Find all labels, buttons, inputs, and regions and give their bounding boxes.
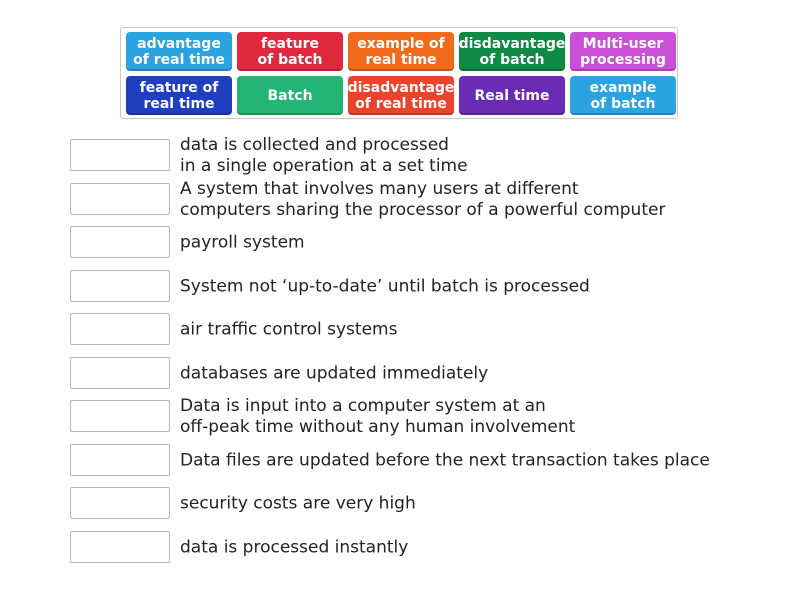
row-description: A system that involves many users at dif…	[180, 179, 666, 220]
drop-box[interactable]	[70, 487, 170, 519]
matching-row: security costs are very high	[70, 487, 730, 521]
tile-feature-of-real-time[interactable]: feature of real time	[126, 76, 232, 115]
tile-disadvantage-of-real-time[interactable]: disadvantage of real time	[348, 76, 454, 115]
row-description: data is processed instantly	[180, 537, 409, 558]
row-description: data is collected and processed in a sin…	[180, 135, 468, 176]
drop-box[interactable]	[70, 226, 170, 258]
drop-box[interactable]	[70, 400, 170, 432]
matching-row: Data is input into a computer system at …	[70, 396, 730, 437]
drop-box[interactable]	[70, 183, 170, 215]
drop-box[interactable]	[70, 270, 170, 302]
drop-box[interactable]	[70, 531, 170, 563]
matching-row: data is collected and processed in a sin…	[70, 135, 730, 176]
matching-row: A system that involves many users at dif…	[70, 179, 730, 220]
row-description: payroll system	[180, 232, 305, 253]
matching-row: air traffic control systems	[70, 313, 730, 347]
row-description: databases are updated immediately	[180, 363, 489, 384]
matching-row: Data files are updated before the next t…	[70, 444, 730, 478]
row-description: security costs are very high	[180, 493, 416, 514]
row-description: Data is input into a computer system at …	[180, 396, 576, 437]
tile-advantage-of-real-time[interactable]: advantage of real time	[126, 32, 232, 71]
row-description: System not ‘up-to-date’ until batch is p…	[180, 276, 590, 297]
row-description: Data files are updated before the next t…	[180, 450, 710, 471]
row-description: air traffic control systems	[180, 319, 398, 340]
drop-box[interactable]	[70, 313, 170, 345]
tile-batch[interactable]: Batch	[237, 76, 343, 115]
drop-box[interactable]	[70, 139, 170, 171]
drop-box[interactable]	[70, 357, 170, 389]
answer-tile-bank: advantage of real time feature of batch …	[120, 27, 678, 119]
tile-example-of-batch[interactable]: example of batch	[570, 76, 676, 115]
matching-row: data is processed instantly	[70, 531, 730, 565]
tile-real-time[interactable]: Real time	[459, 76, 565, 115]
tile-disadvantage-of-batch[interactable]: disdavantage of batch	[459, 32, 565, 71]
tile-multi-user-processing[interactable]: Multi-user processing	[570, 32, 676, 71]
matching-row: payroll system	[70, 226, 730, 260]
drop-box[interactable]	[70, 444, 170, 476]
matching-row: System not ‘up-to-date’ until batch is p…	[70, 270, 730, 304]
tile-feature-of-batch[interactable]: feature of batch	[237, 32, 343, 71]
tile-example-of-real-time[interactable]: example of real time	[348, 32, 454, 71]
matching-row: databases are updated immediately	[70, 357, 730, 391]
